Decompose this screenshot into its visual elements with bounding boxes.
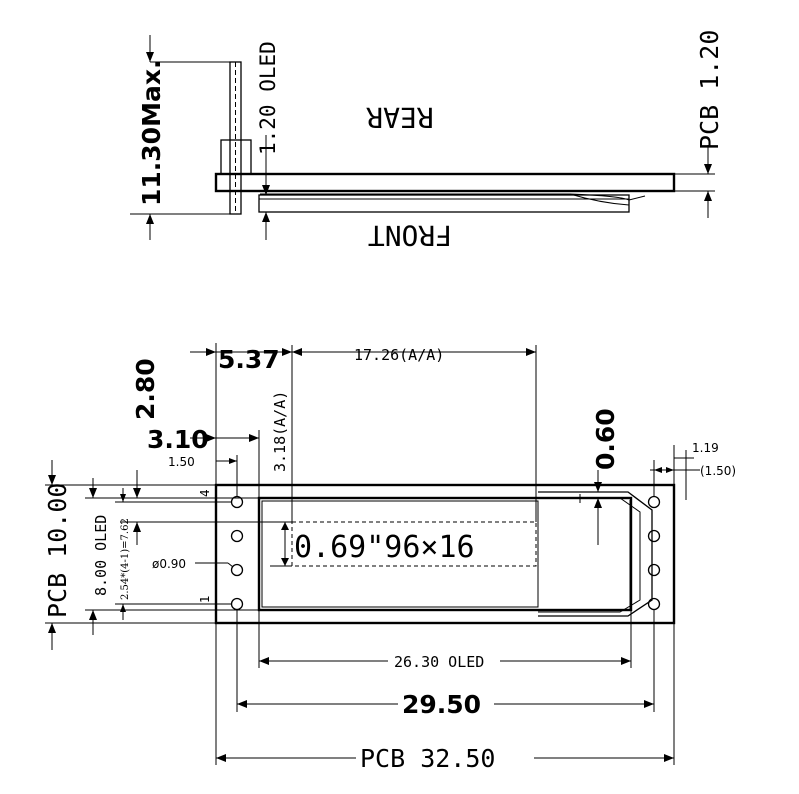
flex-connector <box>538 491 653 617</box>
height-max-label: 11.30Max. <box>137 60 166 206</box>
top-view: 0.69"96×16 4 1 <box>43 343 736 773</box>
pin-1-label: 1 <box>198 595 212 603</box>
hole-diameter-label: ø0.90 <box>152 557 186 571</box>
pcb-height-label: PCB 10.00 <box>43 483 72 618</box>
dim-aa-width: 17.26(A/A) <box>354 346 444 364</box>
oled-panel <box>257 496 633 612</box>
oled-thickness-label: 1.20 OLED <box>256 41 280 155</box>
side-oled <box>258 194 630 213</box>
dim-aa-height: 3.18(A/A) <box>271 391 289 472</box>
front-label: FRONT <box>368 219 452 252</box>
pcb-thickness-label: PCB 1.20 <box>695 30 724 150</box>
dim-26-30: 26.30 OLED <box>394 653 484 671</box>
dim-2-80: 2.80 <box>131 358 160 420</box>
pin-pitch-label: 2.54*(4-1)=7.62 <box>120 518 131 600</box>
pcb-width-label: PCB 32.50 <box>360 744 495 773</box>
oled-height-label: 8.00 OLED <box>92 515 110 596</box>
dim-29-50: 29.50 <box>402 690 481 719</box>
pin-4-label: 4 <box>198 489 212 497</box>
dim-1-50: 1.50 <box>168 455 195 469</box>
dim-1-50-paren: (1.50) <box>700 464 736 478</box>
screen-text: 0.69"96×16 <box>294 530 475 565</box>
dim-5-37: 5.37 <box>218 345 280 374</box>
side-flex-cable <box>260 193 646 206</box>
left-pin-holes <box>230 495 244 611</box>
dim-3-10: 3.10 <box>147 425 209 454</box>
dim-0-60: 0.60 <box>591 408 620 470</box>
top-pcb <box>214 483 676 625</box>
rear-label: REAR <box>366 101 434 134</box>
side-pcb <box>214 172 676 193</box>
active-area <box>291 521 537 567</box>
oled-inner <box>261 500 539 608</box>
side-view: 11.30Max. 1.20 OLED REAR FRONT PCB 1.20 <box>130 30 724 252</box>
dim-1-19: 1.19 <box>692 441 719 455</box>
right-holes <box>647 495 661 611</box>
